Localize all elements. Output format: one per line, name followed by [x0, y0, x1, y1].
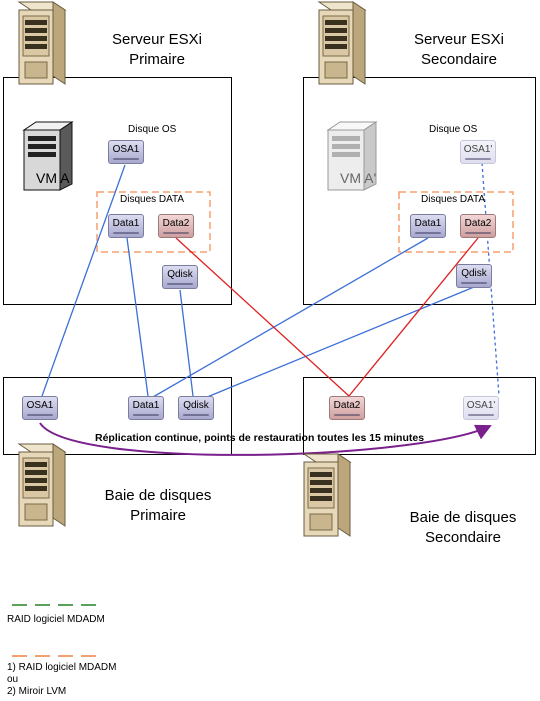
disk-data1-secondary-host: Data1 [410, 214, 446, 240]
primary-data-disks-label: Disques DATA [120, 194, 185, 205]
link-osa1-host-to-array [41, 164, 126, 397]
disk-label: OSA1 [26, 400, 54, 411]
disk-label: Qdisk [167, 269, 193, 280]
disk-label: Data1 [112, 218, 140, 229]
secondary-array-title: Baie de disques Secondaire [388, 508, 538, 548]
primary-data-group-outline [96, 191, 211, 253]
disk-label: Qdisk [461, 268, 487, 279]
primary-array-title: Baie de disques Primaire [88, 486, 228, 526]
primary-server-title: Serveur ESXi Primaire [92, 30, 222, 70]
disk-qdisk-primary-array: Qdisk [178, 396, 214, 422]
disk-qdisk-secondary-host: Qdisk [456, 264, 492, 290]
disk-label: Data2 [333, 400, 361, 411]
disk-label: OSA1' [463, 144, 493, 155]
disk-label: Data2 [162, 218, 190, 229]
secondary-array-title-line2: Secondaire [425, 529, 501, 546]
disk-osa1-primary-host: OSA1 [108, 140, 144, 166]
disk-label: Data1 [414, 218, 442, 229]
vm-a-prime-icon [326, 121, 378, 191]
primary-array-title-line2: Primaire [130, 507, 186, 524]
disk-label: Qdisk [183, 400, 209, 411]
replication-caption: Réplication continue, points de restaura… [95, 432, 425, 444]
link-data2-primary-to-array [175, 237, 350, 397]
legend-green-label: RAID logiciel MDADM [7, 614, 105, 625]
disk-osa1-prime-secondary-host: OSA1' [460, 140, 496, 166]
link-data2-secondary-to-array [348, 237, 479, 397]
secondary-data-group-outline [398, 191, 514, 253]
secondary-os-disk-label: Disque OS [429, 124, 478, 135]
disk-data1-primary-array: Data1 [128, 396, 164, 422]
secondary-server-title-line2: Secondaire [421, 51, 497, 68]
secondary-array-icon [302, 453, 352, 537]
legend-orange-line3: 2) Miroir LVM [7, 686, 67, 697]
vm-a-label: VM A [36, 170, 70, 186]
primary-server-title-line2: Primaire [129, 51, 185, 68]
secondary-server-title-line1: Serveur ESXi [413, 31, 505, 48]
secondary-array-title-line1: Baie de disques [409, 509, 517, 526]
disk-data2-secondary-array: Data2 [329, 396, 365, 422]
legend-orange-line2: ou [7, 674, 19, 685]
secondary-server-title: Serveur ESXi Secondaire [394, 30, 524, 70]
vm-a-prime-label: VM A' [340, 170, 377, 186]
disk-label: OSA1' [466, 400, 496, 411]
link-qdisk-secondary-to-array [199, 286, 475, 401]
secondary-data-disks-label: Disques DATA [421, 194, 486, 205]
disk-osa1-prime-secondary-array: OSA1' [463, 396, 499, 422]
disk-osa1-primary-array: OSA1 [22, 396, 58, 422]
primary-array-title-line1: Baie de disques [104, 487, 212, 504]
primary-array-icon [17, 443, 67, 527]
primary-os-disk-label: Disque OS [128, 124, 177, 135]
replication-arrow [39, 422, 492, 456]
vm-a-icon [22, 121, 74, 191]
primary-server-icon [17, 1, 67, 85]
link-data1-host-to-array [126, 237, 149, 397]
disk-qdisk-primary-host: Qdisk [162, 265, 198, 291]
primary-server-title-line1: Serveur ESXi [111, 31, 203, 48]
disk-data2-secondary-host: Data2 [460, 214, 496, 240]
disk-data1-primary-host: Data1 [108, 214, 144, 240]
disk-data2-primary-host: Data2 [158, 214, 194, 240]
link-qdisk-host-to-array [179, 289, 194, 397]
link-data1-secondary-to-array [152, 237, 429, 398]
disk-label: Data2 [464, 218, 492, 229]
secondary-server-icon [317, 1, 367, 85]
secondary-esxi-host-box [303, 77, 536, 305]
legend-orange-line1: 1) RAID logiciel MDADM [7, 662, 117, 673]
disk-label: Data1 [132, 400, 160, 411]
disk-label: OSA1 [112, 144, 140, 155]
